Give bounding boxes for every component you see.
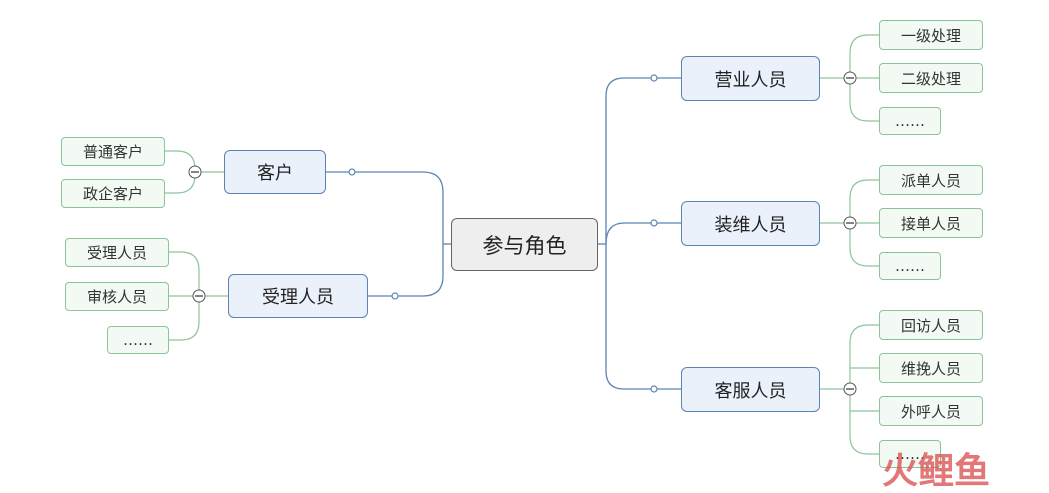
leaf-zhuangwei-1[interactable]: 派单人员 — [879, 165, 983, 195]
branch-yingye[interactable]: 营业人员 — [681, 56, 820, 101]
collapse-toggle-kehu[interactable] — [188, 165, 202, 179]
collapse-toggle-yingye[interactable] — [843, 71, 857, 85]
leaf-shouli-2[interactable]: 审核人员 — [65, 282, 169, 311]
root-node[interactable]: 参与角色 — [451, 218, 598, 271]
leaf-yingye-2[interactable]: 二级处理 — [879, 63, 983, 93]
leaf-shouli-1[interactable]: 受理人员 — [65, 238, 169, 267]
branch-shouli[interactable]: 受理人员 — [228, 274, 368, 318]
leaf-kefu-1[interactable]: 回访人员 — [879, 310, 983, 340]
connector-to-zhuangwei — [605, 222, 681, 245]
connector-trunk-right — [605, 77, 625, 390]
leaf-yingye-3[interactable]: …… — [879, 107, 941, 135]
leaf-kefu-4[interactable]: …… — [879, 440, 941, 468]
branch-zhuangwei[interactable]: 装维人员 — [681, 201, 820, 246]
leaf-kefu-2[interactable]: 维挽人员 — [879, 353, 983, 383]
watermark-logo: 火鲤鱼 — [882, 451, 990, 491]
collapse-toggles — [188, 71, 857, 396]
junction-kefu — [650, 385, 658, 393]
collapse-toggle-zhuangwei[interactable] — [843, 216, 857, 230]
junction-kehu — [348, 168, 356, 176]
junction-yingye — [650, 74, 658, 82]
leaf-kehu-2[interactable]: 政企客户 — [61, 179, 165, 208]
collapse-toggle-kefu[interactable] — [843, 382, 857, 396]
leaf-zhuangwei-3[interactable]: …… — [879, 252, 941, 280]
connector-trunk-left — [326, 171, 444, 297]
junction-shouli — [391, 292, 399, 300]
leaf-kefu-3[interactable]: 外呼人员 — [879, 396, 983, 426]
junction-zhuangwei — [650, 219, 658, 227]
leaf-shouli-3[interactable]: …… — [107, 326, 169, 354]
leaf-kehu-1[interactable]: 普通客户 — [61, 137, 165, 166]
watermark-text: 火鲤鱼 — [882, 451, 990, 491]
branch-kehu[interactable]: 客户 — [224, 150, 326, 194]
collapse-toggle-shouli[interactable] — [192, 289, 206, 303]
branch-kefu[interactable]: 客服人员 — [681, 367, 820, 412]
leaf-zhuangwei-2[interactable]: 接单人员 — [879, 208, 983, 238]
leaf-yingye-1[interactable]: 一级处理 — [879, 20, 983, 50]
